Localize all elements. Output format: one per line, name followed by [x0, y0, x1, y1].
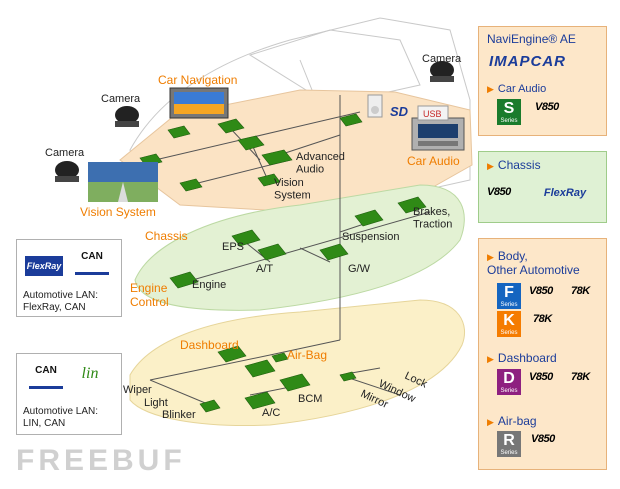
imapcar-logo: IMAPCAR	[489, 53, 566, 70]
label-ac: A/C	[262, 407, 280, 419]
label-line: Advanced	[296, 151, 345, 163]
label-light: Light	[144, 397, 168, 409]
label-car-navigation: Car Navigation	[158, 73, 237, 87]
bullet-icon: ▶	[487, 161, 494, 171]
label-vision-system-device: Vision System	[80, 205, 156, 219]
bullet-icon: ▶	[487, 252, 494, 262]
label-bcm: BCM	[298, 393, 322, 405]
v850-logo: V850	[529, 285, 553, 297]
car-audio-unit-icon	[411, 117, 465, 151]
label-camera: Camera	[422, 53, 462, 65]
bullet-icon: ▶	[487, 417, 494, 427]
svg-text:SD: SD	[390, 104, 409, 119]
flexray-logo: FlexRay	[25, 256, 63, 276]
panel-title: NaviEngine® AE	[487, 32, 576, 46]
label-at: A/T	[256, 263, 273, 275]
bullet-icon: ▶	[487, 84, 494, 94]
label-airbag: Air-Bag	[287, 348, 327, 362]
callout-text: Automotive LAN: LIN, CAN	[23, 406, 99, 429]
label-suspension: Suspension	[342, 231, 400, 243]
can-logo: CAN	[29, 364, 63, 389]
callout-text: Automotive LAN: FlexRay, CAN	[23, 290, 99, 313]
label-line: Control	[130, 295, 169, 309]
section-title: ▶Dashboard	[487, 351, 557, 365]
v850-logo: V850	[531, 433, 555, 445]
navigation-unit-icon	[169, 87, 229, 119]
label-line: Vision	[274, 177, 304, 189]
camera-icon	[430, 61, 454, 82]
lin-logo: lin	[81, 365, 99, 382]
camera-icon	[55, 161, 79, 182]
layer-body	[129, 299, 466, 426]
section-title: ▶Body, Other Automotive	[487, 249, 580, 277]
section-title: ▶Air-bag	[487, 414, 537, 428]
v850-logo: V850	[535, 101, 559, 113]
label-dashboard: Dashboard	[180, 338, 239, 352]
label-line: Brakes,	[413, 206, 450, 218]
label-camera: Camera	[45, 147, 85, 159]
body-nodes	[199, 345, 357, 413]
chassis-nodes	[169, 196, 427, 289]
label-gw: G/W	[348, 263, 371, 275]
label-line: Engine	[130, 281, 168, 295]
camera-icon	[115, 106, 139, 127]
label-wiper: Wiper	[123, 384, 152, 396]
78k-logo: 78K	[571, 285, 590, 297]
label-chassis: Chassis	[145, 229, 188, 243]
vision-system-screen-icon	[88, 162, 158, 202]
usb-icon: USB	[417, 105, 449, 121]
layer-chassis	[134, 184, 465, 311]
label-eps: EPS	[222, 241, 244, 253]
label-engine: Engine	[192, 279, 226, 291]
callout-flexray-can: FlexRay CAN Automotive LAN: FlexRay, CAN	[16, 239, 122, 317]
music-player-icon	[367, 94, 383, 118]
label-camera: Camera	[101, 93, 141, 105]
bullet-icon: ▶	[487, 354, 494, 364]
callout-lin-can: CAN lin Automotive LAN: LIN, CAN	[16, 353, 122, 435]
label-line: Traction	[413, 219, 452, 231]
flexray-logo: FlexRay	[543, 187, 587, 199]
svg-text:USB: USB	[423, 109, 442, 119]
label-blinker: Blinker	[162, 409, 196, 421]
78k-logo: 78K	[533, 313, 552, 325]
panel-title: ▶Chassis	[487, 158, 541, 172]
label-car-audio: Car Audio	[407, 154, 460, 168]
watermark: FREEBUF	[16, 444, 186, 477]
v850-logo: V850	[529, 371, 553, 383]
panel-chassis: ▶Chassis V850 FlexRay	[478, 151, 607, 223]
label-line: System	[274, 190, 311, 202]
can-logo: CAN	[75, 250, 109, 275]
78k-logo: 78K	[571, 371, 590, 383]
label-brakes-traction: Brakes,Traction	[413, 206, 452, 231]
v850-logo: V850	[487, 186, 511, 198]
label-line: Audio	[296, 164, 324, 176]
sd-card-icon: SD	[390, 104, 409, 119]
layer-infotainment	[119, 89, 473, 213]
panel-sub-title: ▶Car Audio	[487, 83, 547, 95]
